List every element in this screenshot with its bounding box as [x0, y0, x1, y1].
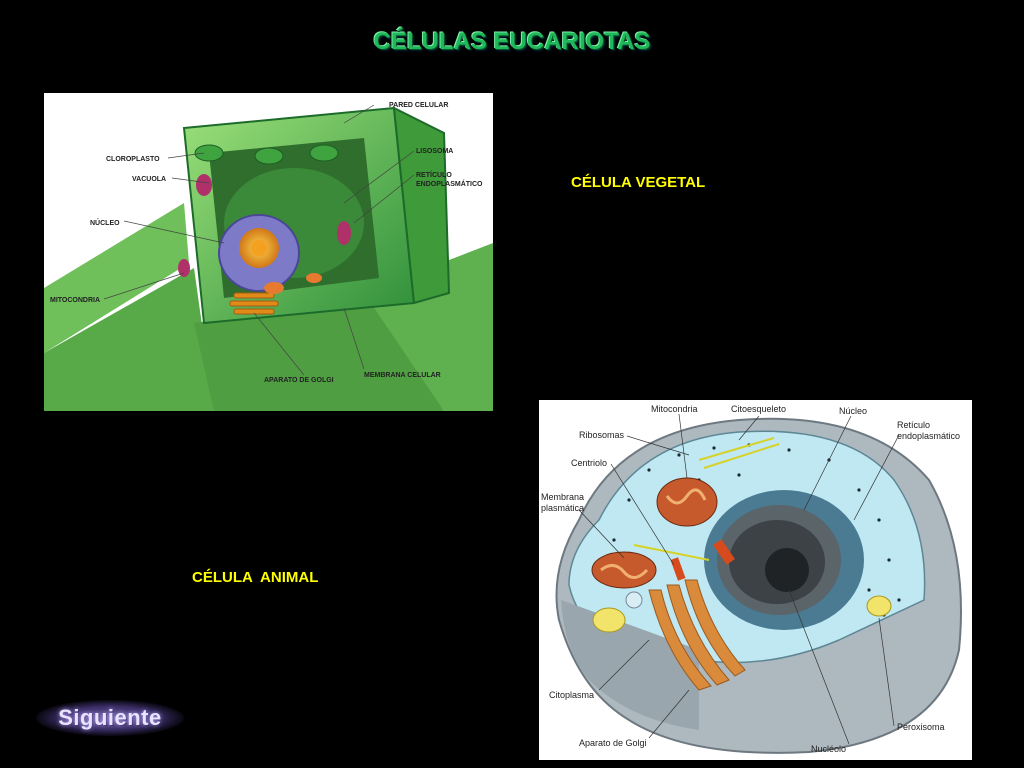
animal-label-membrana-2: plasmática — [541, 503, 584, 513]
next-button[interactable]: Siguiente — [36, 700, 184, 736]
animal-cell-image: Mitocondria Citoesqueleto Núcleo Retícul… — [539, 400, 972, 760]
animal-label-peroxisoma: Peroxisoma — [897, 722, 945, 732]
animal-label-citoesqueleto: Citoesqueleto — [731, 404, 786, 414]
animal-label-citoplasma: Citoplasma — [549, 690, 594, 700]
animal-label-ribosomas: Ribosomas — [579, 430, 625, 440]
plant-label-mitocondria: MITOCONDRIA — [50, 297, 100, 304]
plant-label-membrana: MEMBRANA CELULAR — [364, 372, 441, 379]
slide-title: CÉLULAS EUCARIOTAS — [373, 28, 651, 55]
animal-label-nucleo: Núcleo — [839, 406, 867, 416]
animal-label-centriolo: Centriolo — [571, 458, 607, 468]
plant-label-nucleo: NÚCLEO — [90, 218, 120, 227]
caption-plant-cell: CÉLULA VEGETAL — [571, 174, 706, 191]
animal-cell-illustration: Mitocondria Citoesqueleto Núcleo Retícul… — [541, 404, 962, 754]
animal-label-membrana-1: Membrana — [541, 492, 584, 502]
plant-label-vacuola: VACUOLA — [132, 176, 166, 183]
animal-label-golgi: Aparato de Golgi — [579, 738, 647, 748]
plant-label-lisosoma: LISOSOMA — [416, 148, 453, 155]
animal-label-reticulo-2: endoplasmático — [897, 431, 960, 441]
plant-label-pared: PARED CELULAR — [389, 102, 448, 109]
caption-animal-cell: CÉLULA ANIMAL — [192, 569, 319, 586]
plant-label-cloroplasto: CLOROPLASTO — [106, 156, 160, 163]
plant-label-golgi: APARATO DE GOLGI — [264, 377, 334, 384]
next-button-label: Siguiente — [58, 705, 162, 730]
animal-label-nucleolo: Nucléolo — [811, 744, 846, 754]
plant-cell-image: PARED CELULAR CLOROPLASTO LISOSOMA VACUO… — [44, 93, 493, 411]
animal-label-mitocondria: Mitocondria — [651, 404, 698, 414]
plant-label-reticulo-1: RETÍCULO — [416, 170, 452, 179]
plant-cell-illustration: PARED CELULAR CLOROPLASTO LISOSOMA VACUO… — [44, 102, 493, 411]
animal-label-reticulo-1: Retículo — [897, 420, 930, 430]
plant-label-reticulo-2: ENDOPLASMÁTICO — [416, 179, 483, 188]
